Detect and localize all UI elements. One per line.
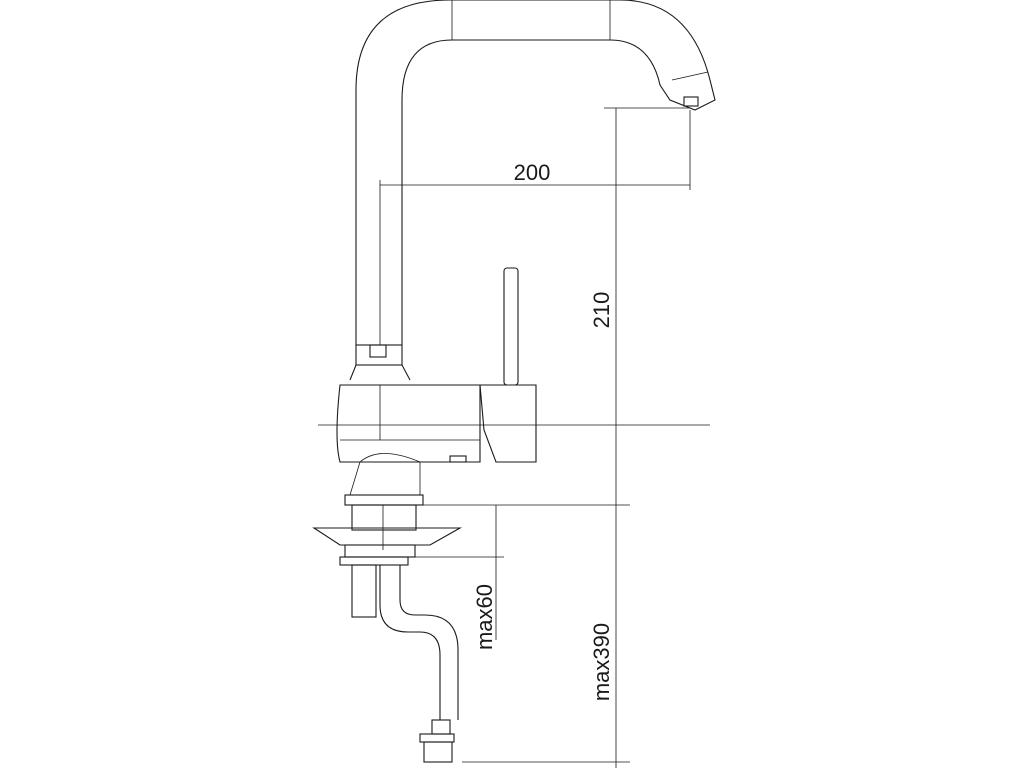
mixer-body	[336, 364, 537, 496]
lever-handle	[503, 267, 530, 386]
swivel-ring	[355, 344, 403, 366]
spout	[355, 0, 716, 345]
dimension-label-max-thickness: max60	[472, 584, 497, 650]
dimension-max-thickness: max60	[408, 505, 504, 650]
dimension-reach: 200	[379, 110, 691, 190]
dimension-label-spout-height: 210	[589, 292, 614, 329]
dimension-max-hose: max390	[462, 505, 630, 768]
base-flange	[312, 494, 463, 566]
supply-hoses	[351, 564, 459, 763]
dimension-label-reach: 200	[514, 160, 551, 185]
dimension-label-max-hose: max390	[589, 623, 614, 701]
dimension-spout-height: 210	[404, 107, 690, 506]
